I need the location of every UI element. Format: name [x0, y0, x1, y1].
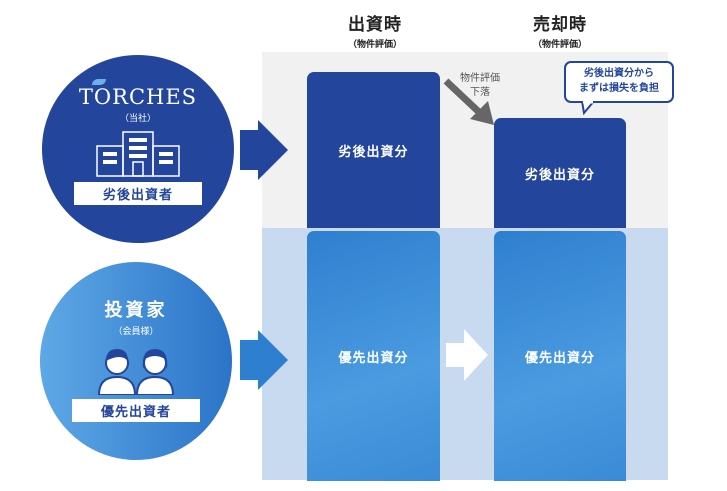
senior-initial-box: 優先出資分: [307, 231, 440, 481]
callout-line: まずは損失を負担: [579, 83, 659, 94]
drop-label-line: 下落: [470, 87, 490, 98]
company-arrow-icon: [240, 120, 288, 180]
leaf-icon: [92, 79, 106, 85]
callout: 劣後出資分から まずは損失を負担: [564, 61, 674, 103]
header-title: 売却時: [533, 15, 587, 35]
company-sub: （当社）: [119, 114, 156, 124]
header-sale: 売却時 （物件評価）: [505, 10, 615, 50]
box-label: 劣後出資分: [524, 167, 595, 183]
torches-logo: TORCHES: [78, 85, 198, 109]
drop-label-line: 物件評価: [460, 73, 500, 84]
header-title: 出資時: [348, 15, 402, 35]
investor-circle: 投資家 （会員様） 優先出資者: [40, 262, 232, 460]
box-label: 優先出資分: [524, 350, 595, 366]
right-arrow-icon: [446, 329, 488, 381]
callout-tail: [580, 101, 596, 115]
drop-label: 物件評価 下落: [460, 72, 500, 100]
box-label: 優先出資分: [338, 350, 409, 366]
building-icon: [96, 131, 180, 177]
investor-role-label: 優先出資者: [72, 399, 200, 422]
people-icon: [97, 349, 175, 396]
company-role-label: 劣後出資者: [74, 182, 202, 205]
senior-sale-box: 優先出資分: [494, 231, 626, 481]
sub-sale-box: 劣後出資分: [494, 118, 626, 228]
header-sub: （物件評価）: [532, 40, 587, 50]
box-label: 劣後出資分: [338, 144, 409, 160]
investor-title: 投資家: [104, 300, 168, 321]
down-arrow-icon: [443, 78, 494, 125]
header-sub: （物件評価）: [347, 40, 402, 50]
investor-arrow-icon: [240, 330, 288, 390]
callout-line: 劣後出資分から: [584, 68, 654, 79]
header-investment: 出資時 （物件評価）: [320, 10, 430, 50]
investor-sub: （会員様）: [113, 327, 159, 337]
company-circle: TORCHES （当社） 劣後出資者: [42, 55, 234, 243]
sub-initial-box: 劣後出資分: [307, 72, 440, 228]
